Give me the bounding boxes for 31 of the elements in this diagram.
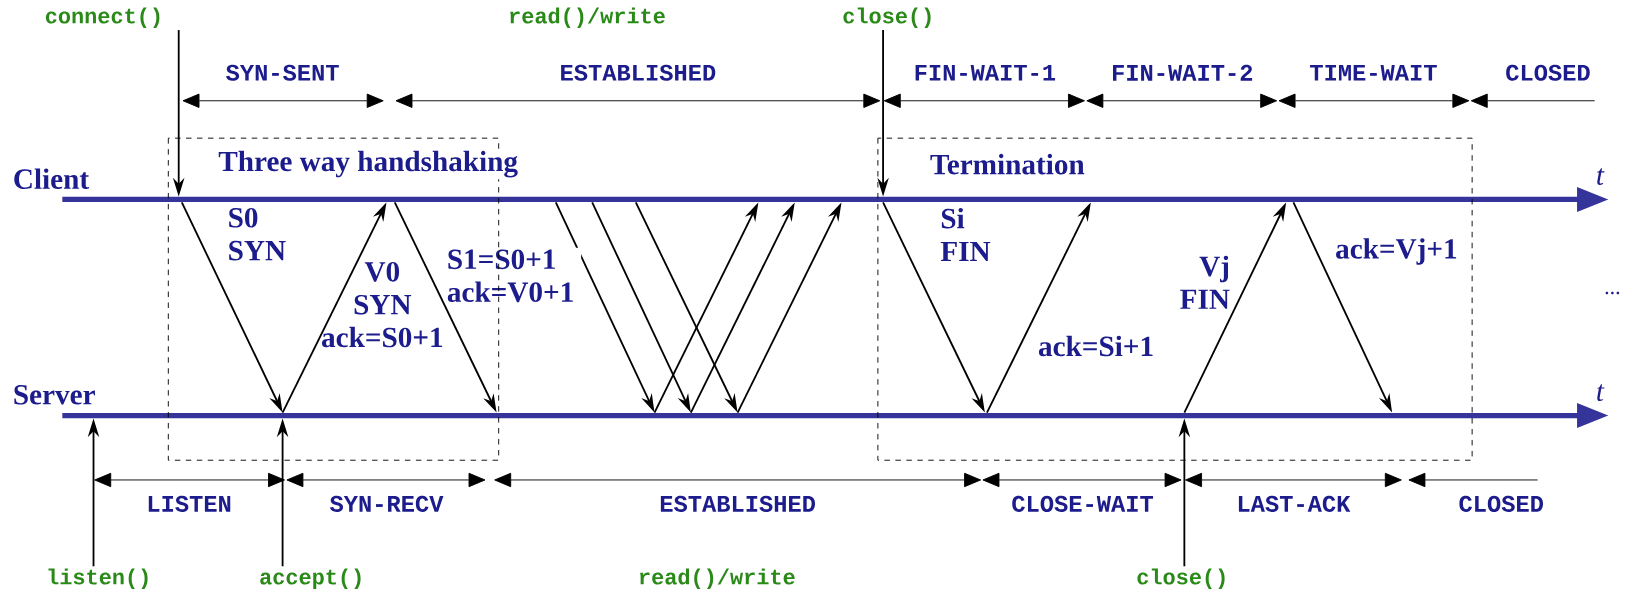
edge-label: V0 SYN ack=S0+1 [322, 261, 443, 348]
edge-label: Vj FIN [1180, 255, 1230, 309]
edge-label: S0 SYN [229, 207, 286, 261]
axis-label: t [1597, 384, 1605, 401]
state-label: CLOSED [1459, 495, 1543, 512]
state-label: LISTEN [148, 495, 231, 512]
function-call-label: close() [843, 7, 931, 28]
edge-label: Si FIN [940, 207, 991, 261]
state-label: SYN-RECV [329, 495, 444, 512]
state-label: ESTABLISHED [561, 64, 716, 81]
function-call-label: connect() [45, 7, 160, 28]
ellipsis: ... [1605, 291, 1620, 295]
edge-label: S1=S0+1 ack=V0+1 [445, 247, 582, 304]
function-call-label: listen() [48, 568, 148, 589]
state-label: TIME-WAIT [1310, 64, 1437, 81]
timeline-label: Client [14, 168, 89, 189]
function-call-label: accept() [260, 568, 361, 589]
timeline-label: Server [14, 384, 95, 405]
state-label: CLOSE-WAIT [1012, 495, 1154, 512]
axis-label: t [1597, 168, 1605, 185]
function-call-label: read()/write [640, 568, 795, 589]
function-call-label: read()/write [510, 7, 665, 28]
state-label: ESTABLISHED [660, 495, 815, 512]
edge-label: ack=Si+1 [1038, 335, 1153, 357]
state-label: FIN-WAIT-2 [1113, 64, 1253, 81]
edge-label: ack=Vj+1 [1336, 238, 1457, 265]
state-label: CLOSED [1506, 64, 1590, 81]
state-label: LAST-ACK [1238, 495, 1351, 512]
function-call-label: close() [1137, 568, 1225, 589]
state-label: SYN-SENT [226, 64, 339, 81]
state-label: FIN-WAIT-1 [915, 64, 1056, 81]
